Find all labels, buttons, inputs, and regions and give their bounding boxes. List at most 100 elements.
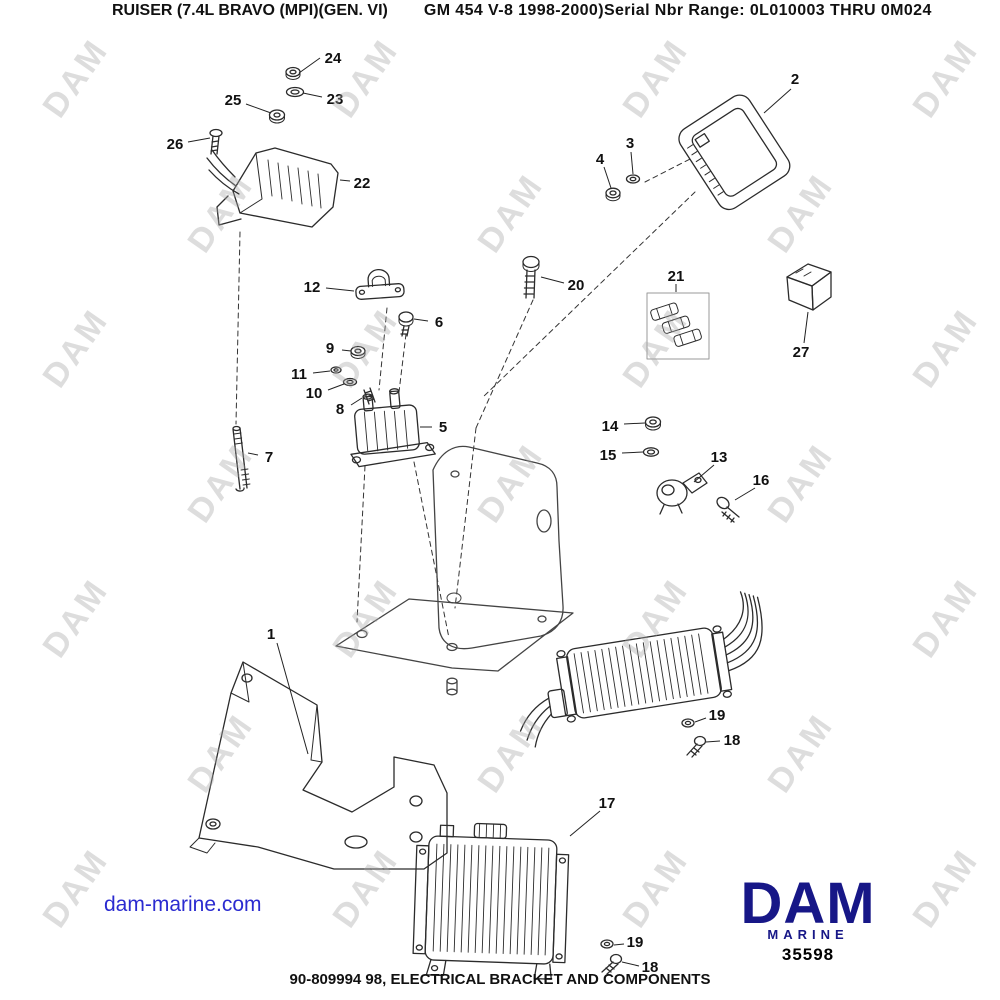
callout-19: 19 xyxy=(627,934,644,951)
bracket-top-plate xyxy=(335,598,574,696)
part-2-ecm-module xyxy=(678,94,791,211)
watermark-text: DAM xyxy=(180,707,261,800)
leader-line-1 xyxy=(276,642,309,755)
callout-27: 27 xyxy=(793,344,810,361)
part-6-bolt xyxy=(398,311,414,337)
callout-8: 8 xyxy=(336,401,344,418)
callout-15: 15 xyxy=(600,447,617,464)
callout-26: 26 xyxy=(167,136,184,153)
callout-5: 5 xyxy=(439,419,447,436)
part-11-washer xyxy=(330,366,342,374)
leader-line-12 xyxy=(325,287,355,292)
callout-14: 14 xyxy=(602,418,619,435)
watermark-text: DAM xyxy=(35,572,116,665)
diagram-art xyxy=(189,66,832,980)
dam-logo: DAM MARINE 35598 xyxy=(718,874,898,965)
leader-line-18 xyxy=(705,740,721,743)
watermark-text: DAM xyxy=(325,572,406,665)
diagram-caption: 90-809994 98, ELECTRICAL BRACKET AND COM… xyxy=(289,971,711,988)
watermark-text: DAM xyxy=(470,707,551,800)
watermark-text: DAM xyxy=(615,842,696,935)
leader-line-18 xyxy=(621,961,640,967)
callout-24: 24 xyxy=(325,50,342,67)
part-1-bracket xyxy=(189,661,448,870)
watermark-text: DAM xyxy=(325,302,406,395)
dam-logo-marine: MARINE xyxy=(767,927,849,943)
leader-line-15 xyxy=(621,451,644,454)
part-10-washer xyxy=(342,377,358,387)
watermark-text: DAM xyxy=(470,437,551,530)
part-18-screw-upper xyxy=(686,735,707,758)
drawing-number: 35598 xyxy=(781,945,835,965)
page-header: RUISER (7.4L BRAVO (MPI)(GEN. VI)GM 454 … xyxy=(0,2,1000,24)
part-23-washer xyxy=(285,86,305,98)
watermark-text: DAM xyxy=(905,32,986,125)
callout-16: 16 xyxy=(753,472,770,489)
watermark-text: DAM xyxy=(325,842,406,935)
watermark-text: DAM xyxy=(905,572,986,665)
header-model: RUISER (7.4L BRAVO (MPI)(GEN. VI) xyxy=(112,2,388,19)
callout-12: 12 xyxy=(304,279,321,296)
watermark-text: DAM xyxy=(905,842,986,935)
callout-3: 3 xyxy=(626,135,634,152)
watermark-text: DAM xyxy=(760,167,841,260)
leader-line-4 xyxy=(603,166,612,189)
leader-line-13 xyxy=(693,464,715,483)
leader-line-19 xyxy=(694,717,707,723)
part-25-nut xyxy=(268,109,286,124)
part-20-bolt xyxy=(522,255,540,299)
leader-line-20 xyxy=(540,276,565,284)
part-18-screw-lower xyxy=(601,953,623,975)
callout-20: 20 xyxy=(568,277,585,294)
callout-25: 25 xyxy=(225,92,242,109)
website-link[interactable]: dam-marine.com xyxy=(104,893,262,916)
part-17-regulator-lower xyxy=(412,822,570,980)
watermark-text: DAM xyxy=(325,32,406,125)
part-27-relay xyxy=(786,263,832,311)
watermark-text: DAM xyxy=(615,32,696,125)
leader-line-17 xyxy=(569,810,601,837)
part-21-fuse-set xyxy=(646,292,710,360)
callout-18: 18 xyxy=(642,959,659,976)
leader-line-25 xyxy=(245,103,272,114)
part-16-screw xyxy=(716,496,740,523)
watermark-text: DAM xyxy=(615,572,696,665)
part-22-module xyxy=(206,147,339,228)
leader-line-24 xyxy=(298,57,321,74)
callout-9: 9 xyxy=(326,340,334,357)
part-4-nut xyxy=(605,187,621,202)
leader-line-14 xyxy=(623,422,646,425)
leader-line-6 xyxy=(413,318,429,322)
part-19-washer-lower xyxy=(600,939,614,949)
watermark-text: DAM xyxy=(35,32,116,125)
leader-line-3 xyxy=(630,151,634,175)
part-26-screw xyxy=(209,128,223,155)
part-5-solenoid xyxy=(350,388,436,468)
leader-line-9 xyxy=(341,349,352,352)
callout-1: 1 xyxy=(267,626,275,643)
watermark-text: DAM xyxy=(905,302,986,395)
watermark-text: DAM xyxy=(180,437,261,530)
leader-line-26 xyxy=(187,137,211,143)
watermark-text: DAM xyxy=(760,437,841,530)
callout-2: 2 xyxy=(791,71,799,88)
callout-7: 7 xyxy=(265,449,273,466)
callout-11: 11 xyxy=(291,366,307,383)
leader-line-19 xyxy=(613,943,625,946)
leader-line-8 xyxy=(350,397,363,406)
callout-6: 6 xyxy=(435,314,443,331)
leader-line-23 xyxy=(302,92,323,98)
part-7-stud xyxy=(232,425,251,492)
leader-line-2 xyxy=(763,88,792,114)
leader-line-22 xyxy=(339,179,351,182)
watermark-text: DAM xyxy=(35,302,116,395)
watermark-text: DAM xyxy=(35,842,116,935)
callout-22: 22 xyxy=(354,175,371,192)
part-13-sensor xyxy=(656,472,708,515)
callout-23: 23 xyxy=(327,91,344,108)
callout-4: 4 xyxy=(596,151,605,168)
callout-17: 17 xyxy=(599,795,616,812)
